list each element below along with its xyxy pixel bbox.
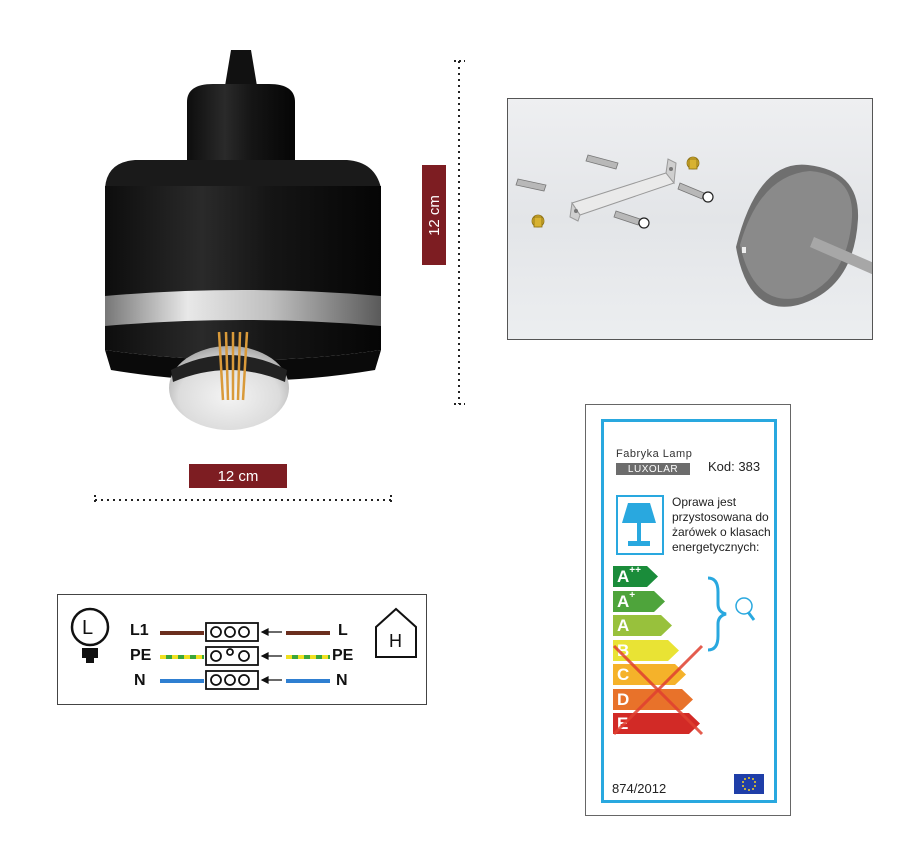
energy-grade-fill [613,566,658,587]
energy-grade-arrow [613,615,672,636]
energy-grade-base: C [617,665,630,684]
lamp-symbol-icon [70,607,110,663]
energy-grade-letter: B [617,640,629,661]
excluded-classes-cross-icon [612,644,704,736]
wiring-diagram: L H L1 PE N L PE N [57,594,427,705]
energy-grade-letter: D [617,689,629,710]
energy-grade-base: D [617,689,630,709]
lamp-product-image [105,50,381,430]
manufacturer-name: Fabryka Lamp [616,448,693,460]
house-symbol-icon [375,607,417,658]
wire-label-l1-left: L1 [130,622,149,639]
height-dimension-text: 12 cm [425,194,443,236]
energy-grade-fill [613,639,679,661]
energy-label-frame: Fabryka Lamp LUXOLAR Kod: 383 Oprawa jes… [601,419,777,803]
energy-grade-4: B [613,639,679,661]
energy-grade-base: A [617,567,630,586]
wire-label-l-right: L [338,622,348,639]
height-dimension-label: 12 cm [422,165,446,265]
width-dimension-text: 12 cm [217,467,259,485]
energy-grade-arrow [613,713,700,734]
energy-grade-2: A+ [613,589,665,612]
energy-grade-fill [613,590,665,612]
height-dimension-line [454,60,465,405]
energy-grade-letter: A+ [617,589,636,612]
suitability-text: Oprawa jest przystosowana do żarówek o k… [672,495,771,554]
regulation-number: 874/2012 [612,781,667,796]
energy-grade-arrow [613,639,679,661]
width-dimension-label: 12 cm [189,464,287,488]
eu-flag-icon [734,774,764,794]
energy-grade-letter: C [617,664,629,685]
product-code: Kod: 383 [708,459,761,474]
wire-label-pe-right: PE [332,647,354,664]
energy-grade-fill [613,713,700,734]
energy-grade-letter: A [617,615,629,636]
energy-grade-arrow [613,566,658,587]
energy-grade-base: A [617,591,630,611]
energy-grade-1: A++ [613,566,658,587]
energy-grade-3: A [613,615,672,636]
terminal-block-icon [205,622,259,690]
mounting-kit-image [507,98,873,340]
energy-grade-letter: A++ [617,566,641,587]
wire-label-pe-left: PE [130,647,152,664]
energy-grade-base: B [617,640,630,660]
width-dimension-line [94,495,392,505]
brand-badge: LUXOLAR [616,463,690,475]
table-lamp-icon [622,503,656,546]
energy-grade-sup: ++ [629,565,641,576]
lamp-symbol-letter: L [82,617,94,639]
light-bulb-icon [735,597,756,621]
allowed-classes-brace [707,576,756,652]
house-symbol-letter: H [389,631,402,651]
lamp-icon-frame [616,495,664,555]
energy-grade-fill [613,615,672,636]
wire-label-n-right: N [336,672,348,689]
energy-grade-base: A [617,616,630,635]
energy-grade-sup: + [629,589,636,601]
wiring-diagram-drawing [70,607,417,690]
energy-grade-arrow [613,590,665,612]
wire-label-n-left: N [134,672,146,689]
mounting-kit-drawing [515,154,872,307]
energy-label-card: Fabryka Lamp LUXOLAR Kod: 383 Oprawa jes… [585,404,791,816]
